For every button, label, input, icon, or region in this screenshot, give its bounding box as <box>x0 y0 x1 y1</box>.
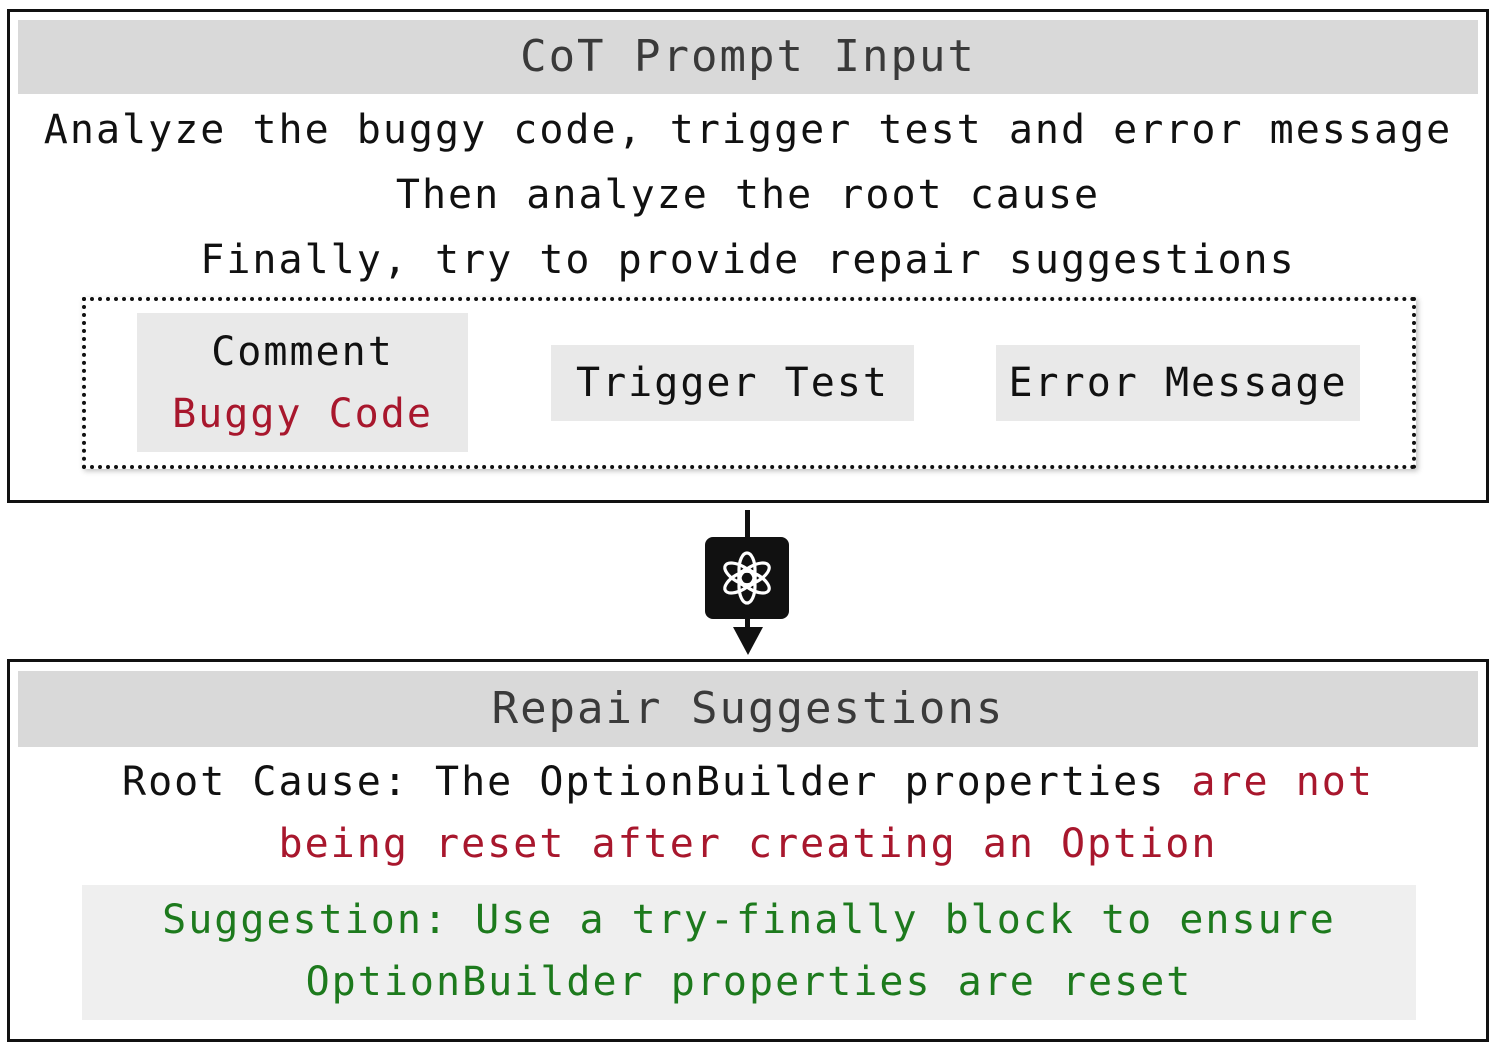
cot-prompt-input-title: CoT Prompt Input <box>18 20 1478 94</box>
buggy-code-label: Buggy Code <box>172 391 433 437</box>
root-cause-prefix: Root Cause: The OptionBuilder properties <box>122 759 1166 805</box>
inputs-dashed-group <box>82 297 1416 469</box>
error-message-chip: Error Message <box>996 345 1360 421</box>
trigger-test-chip: Trigger Test <box>551 345 914 421</box>
instruction-line-3: Finally, try to provide repair suggestio… <box>200 237 1296 283</box>
arrow-head-icon <box>733 627 763 655</box>
comment-label: Comment <box>211 329 394 375</box>
suggestion-block: Suggestion: Use a try-finally block to e… <box>82 885 1416 1020</box>
root-cause-line-2: being reset after creating an Option <box>278 821 1218 867</box>
root-cause-line-1: Root Cause: The OptionBuilder properties… <box>10 759 1486 805</box>
openai-logo-svg <box>723 551 771 605</box>
openai-logo-icon <box>705 537 789 619</box>
root-cause-highlight-1: are not <box>1191 759 1374 805</box>
instruction-line-1: Analyze the buggy code, trigger test and… <box>43 107 1453 153</box>
suggestion-line-1: Suggestion: Use a try-finally block to e… <box>162 897 1336 943</box>
instruction-line-2: Then analyze the root cause <box>395 172 1101 218</box>
connector-line-top <box>745 510 750 540</box>
suggestion-line-2: OptionBuilder properties are reset <box>305 959 1193 1005</box>
repair-suggestions-title: Repair Suggestions <box>18 671 1478 747</box>
connector-line-bottom <box>745 617 750 631</box>
repair-suggestions-panel: Repair Suggestions Root Cause: The Optio… <box>7 659 1489 1042</box>
comment-buggy-code-chip: Comment Buggy Code <box>137 313 468 452</box>
cot-prompt-input-panel: CoT Prompt Input Analyze the buggy code,… <box>7 9 1489 503</box>
